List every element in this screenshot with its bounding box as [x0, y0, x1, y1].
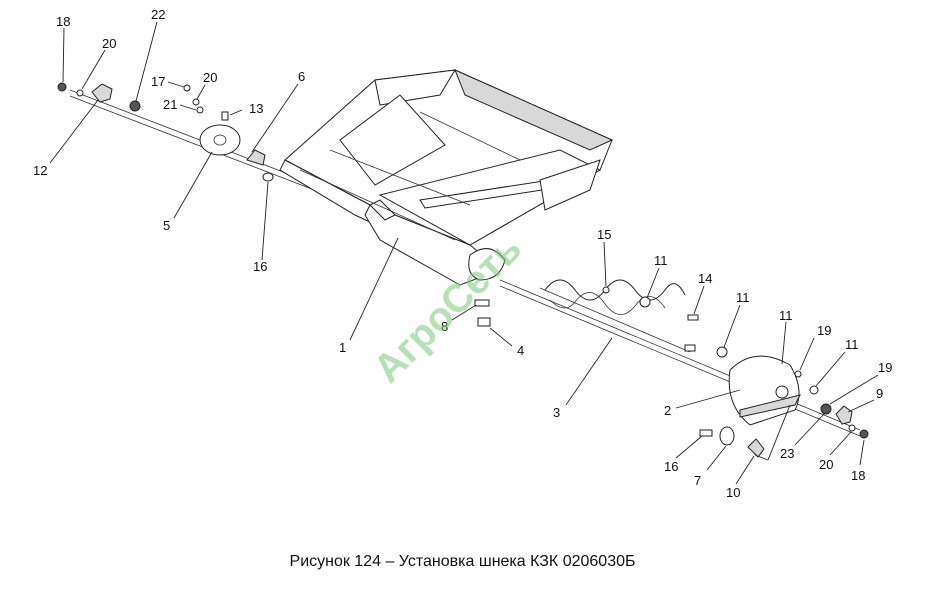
callout-13: 13: [249, 101, 263, 116]
callout-6: 6: [298, 69, 305, 84]
hopper-frame: [279, 69, 614, 286]
callout-22: 22: [151, 7, 165, 22]
leader-lines: [49, 21, 879, 485]
callout-19-a: 19: [817, 323, 831, 338]
callout-19-b: 19: [878, 360, 892, 375]
callout-16-right: 16: [664, 459, 678, 474]
figure-caption: Рисунок 124 – Установка шнека КЗК 020603…: [289, 553, 636, 570]
callout-5: 5: [163, 218, 170, 233]
right-components: [474, 286, 869, 458]
callout-4: 4: [517, 343, 524, 358]
callout-3: 3: [553, 405, 560, 420]
callout-11-c: 11: [779, 308, 793, 323]
callout-18-left: 18: [56, 14, 70, 29]
callout-11-b: 11: [736, 290, 750, 305]
callout-1: 1: [339, 340, 346, 355]
callout-11-d: 11: [845, 337, 859, 352]
callout-17: 17: [151, 74, 165, 89]
callout-2: 2: [664, 403, 671, 418]
callout-10: 10: [726, 485, 740, 500]
callout-12: 12: [33, 163, 47, 178]
callout-14: 14: [698, 271, 712, 286]
callout-23: 23: [780, 446, 794, 461]
left-components: [57, 82, 274, 182]
callout-20-left: 20: [102, 36, 116, 51]
auger-screw: [539, 279, 696, 353]
callout-20-right: 20: [819, 457, 833, 472]
callout-18-right: 18: [851, 468, 865, 483]
callout-7: 7: [694, 473, 701, 488]
callout-11-a: 11: [654, 253, 668, 268]
callout-21: 21: [163, 97, 177, 112]
callout-16-left: 16: [253, 259, 267, 274]
callout-8: 8: [441, 319, 448, 334]
callout-15: 15: [597, 227, 611, 242]
callout-9: 9: [876, 386, 883, 401]
callout-20-mid: 20: [203, 70, 217, 85]
callout-labels: 18 20 22 12 17 20 21 13 5 6 16 1 15 8 4 …: [33, 7, 892, 500]
